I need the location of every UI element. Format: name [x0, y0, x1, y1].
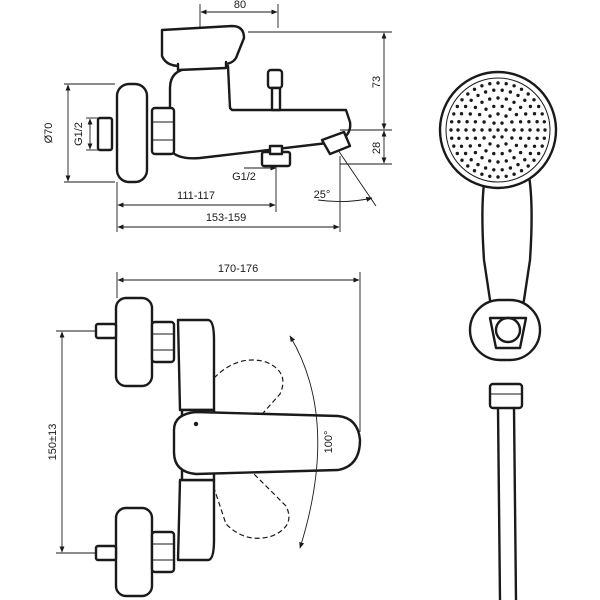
front-rosette-bottom [114, 506, 154, 598]
shower-nozzles [449, 81, 547, 179]
dim-total-width: 170-176 [218, 263, 258, 275]
dim-thread-outlet: G1/2 [232, 171, 256, 183]
side-mixer-body [168, 64, 352, 160]
side-spout-aerator [320, 130, 352, 156]
dim-centres: 150±13 [47, 424, 59, 461]
dim-spout-angle: 25° [314, 189, 331, 201]
dim-rosette-diameter: Ø70 [43, 123, 55, 144]
front-view [94, 296, 362, 598]
front-view-dimensions [56, 272, 361, 554]
side-hex-nut [150, 106, 176, 156]
side-view [96, 24, 352, 184]
front-rosette-top [114, 296, 154, 388]
dim-thread-inlet: G1/2 [73, 122, 85, 146]
dim-reach-long: 153-159 [206, 212, 246, 224]
dim-reach-short: 111-117 [177, 190, 215, 202]
shower-hose-connector [488, 382, 524, 410]
hand-shower [438, 70, 558, 600]
dim-lever-rotation: 100° [323, 431, 335, 454]
side-diverter-knob [266, 68, 284, 90]
side-lever [160, 24, 246, 68]
side-rosette [115, 82, 149, 184]
dim-width-top: 80 [234, 0, 246, 11]
side-view-dimensions [64, 4, 392, 232]
front-lever-ghost-bottom [207, 469, 290, 539]
side-inlet-thread [96, 116, 114, 152]
dim-spout-height: 28 [371, 142, 383, 154]
dim-height-body: 73 [371, 76, 383, 88]
front-lever [172, 410, 362, 476]
shower-hose [496, 406, 518, 600]
front-mixer-body [176, 318, 216, 412]
